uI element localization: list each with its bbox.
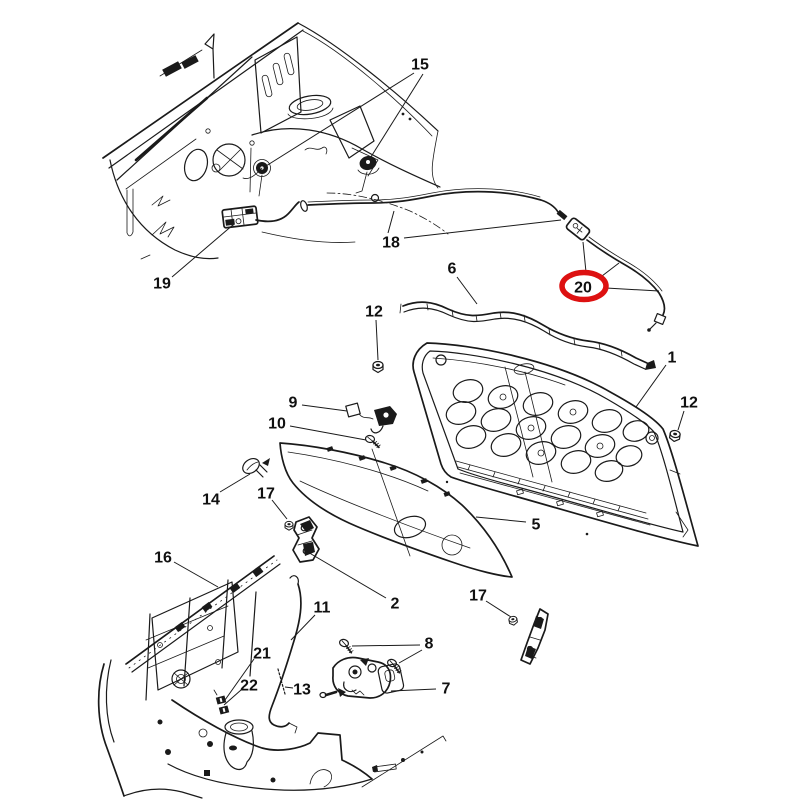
- prop-rod-art: [268, 575, 302, 734]
- leader-line-13: [284, 686, 294, 689]
- callout-14: 14: [202, 492, 220, 509]
- callout-6: 6: [448, 261, 457, 278]
- leader-line-1: [635, 364, 667, 408]
- callout-20: 20: [574, 280, 592, 297]
- clip-art-22: [218, 705, 230, 715]
- leader-line-7: [390, 688, 437, 692]
- engine-bay-structure-art: [102, 22, 449, 260]
- leader-line-17: [485, 600, 512, 618]
- leader-line-8: [351, 644, 421, 647]
- callout-17: 17: [257, 486, 275, 503]
- callout-15: 15: [411, 57, 429, 74]
- hood-latch-art: [319, 656, 405, 699]
- leader-line-12: [375, 319, 379, 361]
- leader-line-12: [677, 410, 685, 431]
- release-handle-art: [221, 205, 259, 229]
- callout-18: 18: [382, 235, 400, 252]
- leader-line-19: [171, 223, 235, 278]
- hinge-right-art: [520, 608, 549, 665]
- plug-art: [242, 457, 270, 478]
- callout-17: 17: [469, 588, 487, 605]
- leader-line-11: [290, 614, 316, 641]
- callout-12: 12: [680, 395, 698, 412]
- callout-13: 13: [293, 682, 311, 699]
- grommet-art-left: [242, 159, 271, 179]
- screw-art-10: [363, 434, 383, 449]
- release-cable-art: [255, 188, 667, 332]
- leader-line-10: [289, 425, 367, 441]
- hood-panel-art: [412, 342, 699, 547]
- leader-line-2: [305, 550, 387, 599]
- leader-line-16: [173, 561, 219, 588]
- leader-line-18: [387, 210, 395, 234]
- cable-connector-art: [565, 217, 591, 241]
- callout-7: 7: [442, 681, 451, 698]
- leader-line-20: [605, 287, 660, 292]
- leader-line-9: [301, 404, 348, 412]
- front-end-structure-art: [97, 555, 447, 799]
- callout-11: 11: [314, 600, 331, 617]
- leader-line-5: [475, 516, 527, 523]
- leader-line-21: [224, 658, 255, 701]
- leader-line-14: [219, 473, 251, 493]
- nut-art-12-left: [372, 360, 384, 374]
- leader-line-6: [456, 276, 478, 305]
- leader-line-8: [398, 649, 423, 664]
- callout-12: 12: [365, 304, 383, 321]
- callout-22: 22: [240, 678, 258, 695]
- hood-switch-art: [345, 402, 397, 434]
- callout-5: 5: [532, 517, 541, 534]
- callout-8: 8: [425, 636, 434, 653]
- leader-line-22: [223, 689, 242, 706]
- leader-line-18: [403, 219, 562, 239]
- nut-art-17-right: [507, 615, 519, 627]
- nut-art-17-left: [284, 520, 294, 531]
- leader-line-20: [601, 262, 620, 277]
- leader-line-17: [271, 499, 288, 520]
- leader-line-15: [368, 73, 424, 161]
- nut-art-12-right: [668, 429, 682, 443]
- hinge-left-art: [292, 516, 320, 563]
- highlight-ellipse: [559, 269, 609, 303]
- weatherstrip-art: [399, 301, 656, 370]
- callout-16: 16: [154, 550, 172, 567]
- callout-9: 9: [289, 395, 298, 412]
- callout-10: 10: [268, 416, 286, 433]
- clip-art-21: [213, 689, 227, 705]
- grommet-art-right: [357, 155, 380, 175]
- silencer-pad-art: [279, 442, 513, 578]
- callout-19: 19: [153, 276, 171, 293]
- callout-21: 21: [253, 646, 271, 663]
- callout-1: 1: [668, 350, 677, 367]
- leader-line-20: [582, 241, 587, 273]
- callout-2: 2: [391, 596, 400, 613]
- rod-sleeve-art: [277, 668, 286, 695]
- leader-line-15: [265, 72, 415, 167]
